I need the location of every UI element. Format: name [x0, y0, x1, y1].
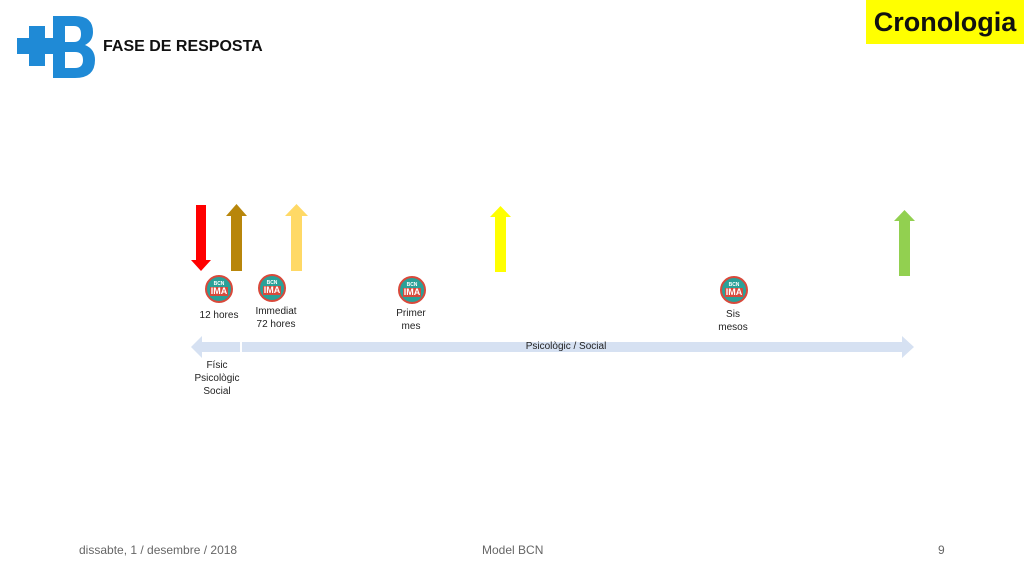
left-phase-label: Físic Psicològic Social — [194, 360, 240, 397]
milestone-label-six-months: Sis mesos — [718, 309, 748, 333]
slide-title: Cronologia — [873, 6, 1017, 37]
section-subtitle: FASE DE RESPOSTA — [103, 38, 263, 55]
footer-center: Model BCN — [482, 543, 544, 557]
bcn-plus-b-logo — [17, 16, 95, 78]
footer-date: dissabte, 1 / desembre / 2018 — [79, 543, 238, 557]
title-box: Cronologia — [866, 0, 1024, 44]
dark-gold-up-arrow — [226, 204, 247, 271]
light-gold-up-arrow — [285, 204, 308, 271]
ima-badge-12h: BCN IMA — [205, 275, 233, 303]
ima-badge-72h: BCN IMA — [258, 274, 286, 302]
green-up-arrow — [894, 210, 915, 276]
milestone-label-12h: 12 hores — [199, 310, 239, 321]
timeline-bar-label: Psicològic / Social — [525, 341, 607, 352]
timeline-bar-arrow — [191, 336, 914, 358]
milestone-label-first-month: Primer mes — [396, 308, 426, 332]
red-down-arrow — [191, 205, 211, 271]
yellow-up-arrow — [490, 206, 511, 272]
ima-badge-first-month: BCN IMA — [398, 276, 426, 304]
ima-badge-six-months: BCN IMA — [720, 276, 748, 304]
milestone-label-72h: Immediat 72 hores — [255, 306, 297, 330]
page-number: 9 — [938, 543, 945, 557]
